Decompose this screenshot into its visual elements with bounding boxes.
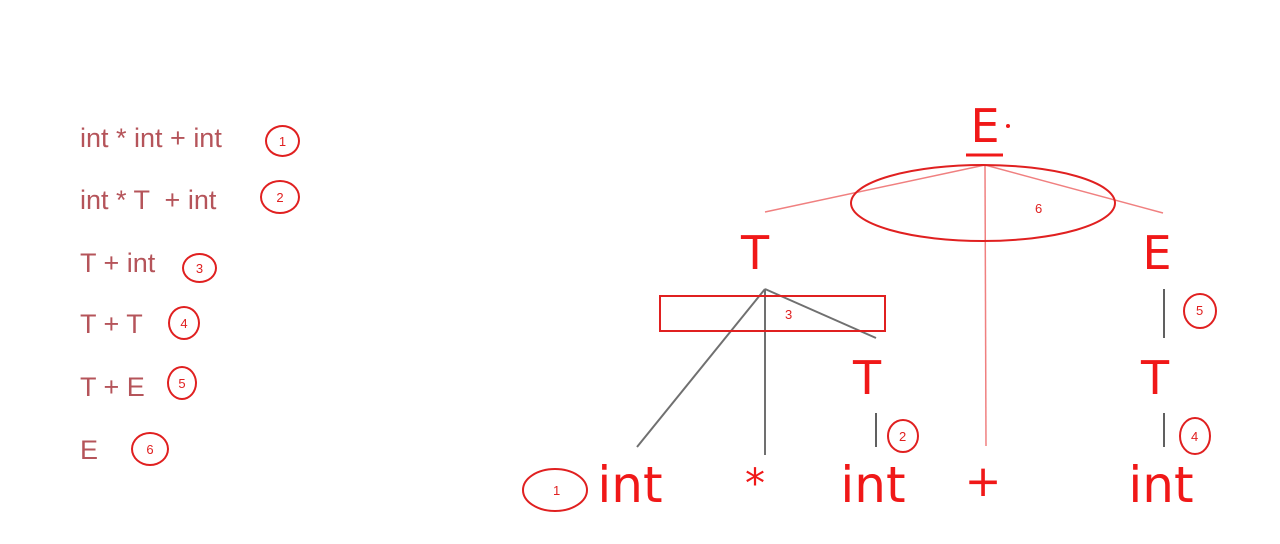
right-e-circle [1183,293,1217,329]
edge-t-mid-t [764,288,877,339]
step-5-text: T + E [80,372,145,402]
node-right-e: E [1142,226,1172,280]
step-3-circle: 3 [182,253,217,283]
right-int-circle [1179,417,1211,455]
leaf-int-2: int [840,456,906,514]
rect-t-label: 3 [785,307,793,322]
step-3-text: T + int [80,248,156,278]
leaf-int-3: int [1128,456,1194,514]
step-2-circle: 2 [260,180,300,214]
leaf-int-1: int [597,456,663,514]
first-int-ellipse [522,468,588,512]
leaf-star: * [745,461,765,507]
node-mid-t: T [852,351,882,405]
edge-root-left-t [764,164,986,213]
step-4-circle: 4 [168,306,200,340]
step-6-circle: 6 [131,432,169,466]
t-rect [659,295,886,332]
step-1-circle: 1 [265,125,300,157]
first-int-step-label: 1 [553,483,561,498]
mid-int-step-label: 2 [899,429,907,444]
node-right-t: T [1140,351,1170,405]
node-root-e: E [970,99,1000,153]
node-left-t: T [740,226,770,280]
right-e-step-label: 5 [1196,303,1204,318]
step-4-text: T + T [80,309,143,339]
mid-int-circle [887,419,919,453]
step-2-text: int * T + int [80,185,217,215]
step-5-circle: 5 [167,366,197,400]
root-dot [1006,124,1010,128]
step-6-text: E [80,435,99,465]
edge-root-right-e [984,164,1164,214]
edge-t-int [636,288,766,448]
right-int-step-label: 4 [1191,429,1199,444]
step-1-text: int * int + int [80,123,222,153]
edge-root-plus [984,164,987,447]
leaf-plus: + [964,456,1002,507]
root-ellipse [850,164,1116,242]
ellipse-root-label: 6 [1035,201,1043,216]
